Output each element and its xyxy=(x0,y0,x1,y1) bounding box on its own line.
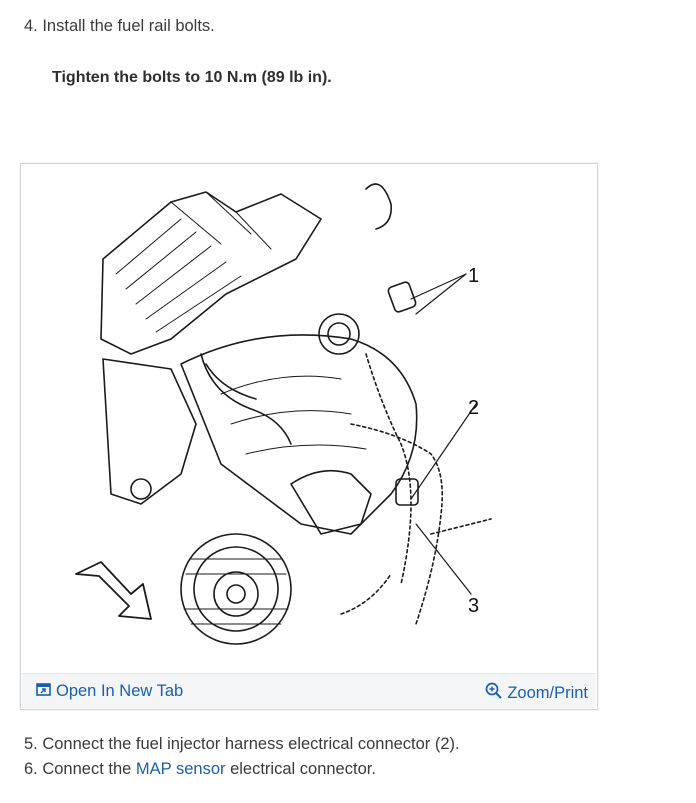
open-new-tab-link[interactable]: Open In New Tab xyxy=(36,682,183,701)
zoom-print-label: Zoom/Print xyxy=(507,683,588,702)
step-4-text: 4. Install the fuel rail bolts. xyxy=(24,17,215,35)
zoom-print-link[interactable]: Zoom/Print xyxy=(485,682,588,704)
engine-illustration: 1 2 3 xyxy=(75,183,492,645)
torque-note: Tighten the bolts to 10 N.m (89 lb in). xyxy=(52,69,332,86)
front-direction-arrow xyxy=(75,561,152,620)
callout-1: 1 xyxy=(468,265,479,287)
step-5-text: 5. Connect the fuel injector harness ele… xyxy=(24,735,460,753)
callout-2: 2 xyxy=(468,397,479,419)
step-6-text: 6. Connect the MAP sensor electrical con… xyxy=(24,760,376,779)
step-6-suffix: electrical connector. xyxy=(225,760,376,778)
engine-figure: 1 2 3 Open In New Tab Zoom/Print xyxy=(20,163,598,710)
step-6-prefix: 6. Connect the xyxy=(24,760,136,778)
alternator-outline xyxy=(180,533,292,645)
map-sensor-link[interactable]: MAP sensor xyxy=(135,760,226,778)
cam-cover-outline xyxy=(100,191,322,355)
figure-toolbar: Open In New Tab Zoom/Print xyxy=(22,673,596,708)
open-new-tab-icon xyxy=(36,682,51,701)
zoom-icon xyxy=(485,682,503,704)
callout-3: 3 xyxy=(468,595,479,617)
open-new-tab-label: Open In New Tab xyxy=(56,682,184,700)
